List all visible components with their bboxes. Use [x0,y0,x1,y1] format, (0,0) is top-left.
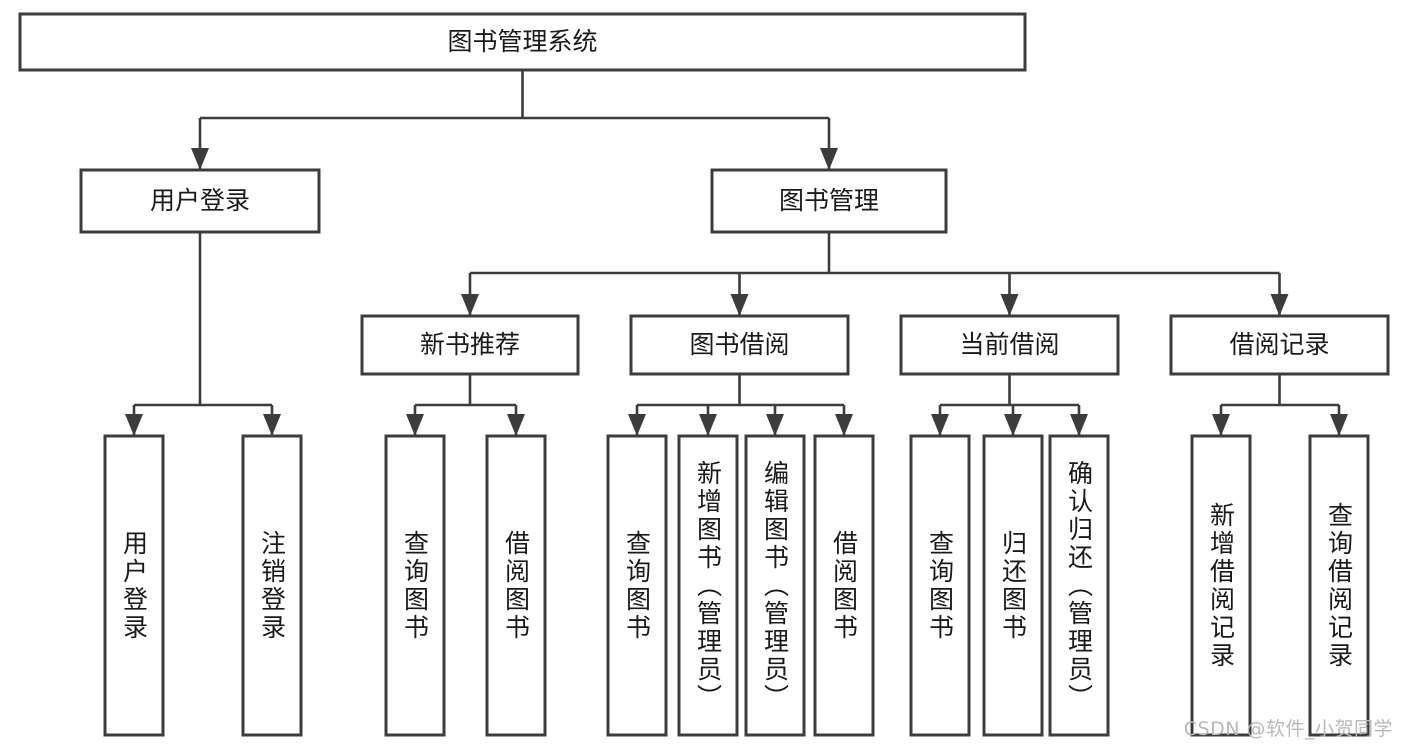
node-leaf-confirm-return[interactable] [1048,434,1110,737]
watermark-text: CSDN @软件_小贺同学 [1183,718,1393,740]
node-root-label: 图书管理系统 [447,27,597,56]
node-leaf-return-book[interactable] [982,434,1044,737]
node-borrow-record-box[interactable] [1169,314,1390,376]
node-leaf-query-book-1-box[interactable] [384,434,446,737]
node-new-book-recommend-box[interactable] [360,314,580,376]
node-leaf-query-book-2-box[interactable] [606,434,668,737]
node-leaf-user-login-box[interactable] [103,434,165,737]
node-leaf-logout-box[interactable] [241,434,303,737]
node-book-borrow-label: 图书借阅 [689,330,789,359]
arrow-head-icon-leaf-return-book [1004,414,1022,436]
node-leaf-edit-book-box[interactable] [744,434,806,737]
node-user-login-label: 用户登录 [150,186,250,215]
node-borrow-record[interactable]: 借阅记录 [1169,314,1390,376]
arrow-head-icon-leaf-query-record [1330,414,1348,436]
node-leaf-add-record[interactable] [1190,434,1252,737]
node-book-manage[interactable]: 图书管理 [710,168,948,234]
node-leaf-query-book-1[interactable] [384,434,446,737]
node-leaf-query-record[interactable] [1308,434,1370,737]
arrow-head-icon-leaf-edit-book [766,414,784,436]
node-leaf-query-book-2[interactable] [606,434,668,737]
node-book-manage-box[interactable] [710,168,948,234]
arrow-head-icon-book-borrow [730,294,749,316]
arrow-head-icon-leaf-query-book-1 [406,414,424,436]
node-leaf-borrow-book-2-box[interactable] [813,434,875,737]
node-leaf-borrow-book-2[interactable] [813,434,875,737]
node-leaf-borrow-book-1-box[interactable] [485,434,547,737]
connector-layer [125,70,1348,436]
arrow-head-icon-leaf-add-book [699,414,717,436]
node-leaf-return-book-box[interactable] [982,434,1044,737]
node-new-book-recommend[interactable]: 新书推荐 [360,314,580,376]
node-leaf-add-book-box[interactable] [677,434,739,737]
arrow-head-icon-current-borrow [1000,294,1019,316]
arrow-head-icon-book-manage [820,148,838,170]
node-current-borrow-box[interactable] [899,314,1120,376]
node-leaf-user-login[interactable] [103,434,165,737]
arrow-head-icon-leaf-query-book-2 [628,414,646,436]
node-leaf-query-book-3[interactable] [909,434,971,737]
node-book-borrow[interactable]: 图书借阅 [629,314,850,376]
arrow-head-icon-leaf-query-book-3 [931,414,949,436]
node-root[interactable]: 图书管理系统 [18,12,1027,72]
arrow-head-icon-new-book-recommend [461,294,479,316]
node-book-manage-label: 图书管理 [779,186,879,215]
arrow-head-icon-borrow-record [1270,294,1289,316]
node-user-login-box[interactable] [79,168,321,234]
node-leaf-add-record-box[interactable] [1190,434,1252,737]
arrow-head-icon-user-login [191,148,209,170]
arrow-head-icon-leaf-logout [263,414,281,436]
node-leaf-confirm-return-box[interactable] [1048,434,1110,737]
node-current-borrow[interactable]: 当前借阅 [899,314,1120,376]
arrow-head-icon-leaf-add-record [1212,414,1230,436]
node-leaf-borrow-book-1[interactable] [485,434,547,737]
node-leaf-add-book[interactable] [677,434,739,737]
node-current-borrow-label: 当前借阅 [959,330,1059,359]
node-leaf-edit-book[interactable] [744,434,806,737]
node-borrow-record-label: 借阅记录 [1229,330,1329,359]
node-root-box[interactable] [18,12,1027,72]
arrow-head-icon-leaf-confirm-return [1070,414,1088,436]
arrow-head-icon-leaf-user-login [125,414,143,436]
arrow-head-icon-leaf-borrow-book-2 [835,414,853,436]
node-new-book-recommend-label: 新书推荐 [420,330,520,359]
node-leaf-query-book-3-box[interactable] [909,434,971,737]
node-user-login[interactable]: 用户登录 [79,168,321,234]
arrow-head-icon-leaf-borrow-book-1 [507,414,525,436]
node-leaf-logout[interactable] [241,434,303,737]
node-book-borrow-box[interactable] [629,314,850,376]
node-leaf-query-record-box[interactable] [1308,434,1370,737]
